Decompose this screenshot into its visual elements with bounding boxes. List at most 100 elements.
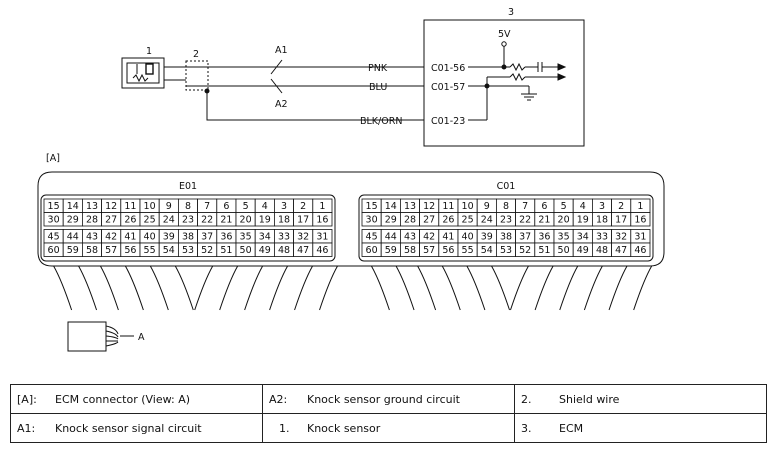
harness-wire	[510, 265, 529, 311]
connector-pin-label: 20	[240, 215, 252, 226]
harness-wire	[194, 265, 214, 311]
connector-pin-label: 38	[182, 232, 194, 243]
legend-cell-3: 3.ECM	[514, 413, 767, 443]
harness-wire	[53, 265, 73, 311]
connector-pin-label: 39	[163, 232, 175, 243]
legend-cell-a1: A1:Knock sensor signal circuit	[10, 413, 263, 443]
connector-pin-label: 20	[558, 215, 570, 226]
connector-pin-label: 56	[442, 245, 454, 256]
connector-pin-label: 26	[442, 215, 454, 226]
terminal-c01-57: C01-57	[431, 82, 465, 93]
connector-pin-label: 46	[316, 245, 328, 256]
legend-table: [A]:ECM connector (View: A) A2:Knock sen…	[10, 384, 767, 443]
connector-pin-label: 28	[404, 215, 416, 226]
connector-pin-label: 40	[462, 232, 474, 243]
connector-pin-label: 54	[163, 245, 175, 256]
connector-pin-label: 43	[86, 232, 98, 243]
harness-wire	[219, 265, 239, 311]
connector-pin-label: 2	[618, 201, 624, 212]
harness-wire	[124, 265, 144, 311]
connector-pin-cell	[312, 242, 333, 257]
connector-pin-label: 26	[124, 215, 136, 226]
connector-pin-label: 49	[259, 245, 271, 256]
connector-pin-label: 15	[48, 201, 60, 212]
connector-pin-label: 10	[462, 201, 474, 212]
connector-name: C01	[497, 181, 516, 192]
connector-pin-label: 47	[297, 245, 309, 256]
legend-cell-a: [A]:ECM connector (View: A)	[10, 384, 263, 414]
connector-pin-label: 16	[316, 215, 328, 226]
connector-pin-label: 44	[67, 232, 79, 243]
connector-pin-label: 12	[105, 201, 117, 212]
connector-pin-label: 37	[519, 232, 531, 243]
connector-pin-label: 17	[297, 215, 309, 226]
harness-wire	[294, 265, 313, 311]
connector-pin-label: 36	[220, 232, 232, 243]
callout-sensor: 1	[146, 46, 152, 57]
connector-pin-label: 46	[634, 245, 646, 256]
connector-pin-label: 24	[163, 215, 175, 226]
connector-pin-label: 27	[105, 215, 117, 226]
connector-pin-label: 35	[240, 232, 252, 243]
connector-harness-wires	[53, 265, 653, 311]
connector-pin-label: 6	[223, 201, 229, 212]
connector-pin-label: 56	[124, 245, 136, 256]
connector-pin-label: 57	[105, 245, 117, 256]
connector-pin-label: 12	[423, 201, 435, 212]
callout-shield: 2	[193, 49, 199, 60]
connector-pin-cell	[630, 242, 651, 257]
connector-pin-label: 18	[596, 215, 608, 226]
connector-pin-label: 59	[67, 245, 79, 256]
connector-pin-label: 50	[558, 245, 570, 256]
harness-wire	[491, 265, 510, 311]
connector-pin-label: 54	[481, 245, 493, 256]
connector-pin-label: 23	[182, 215, 194, 226]
connector-pin-label: 42	[105, 232, 117, 243]
connector-pin-label: 9	[484, 201, 490, 212]
connector-pin-label: 25	[144, 215, 156, 226]
connector-pin-label: 28	[86, 215, 98, 226]
connector-pin-label: 18	[278, 215, 290, 226]
connector-pin-label: 55	[144, 245, 156, 256]
connector-pin-label: 53	[500, 245, 512, 256]
connector-pin-cell	[630, 212, 651, 227]
connector-pin-label: 52	[201, 245, 213, 256]
legend-cell-a2: A2:Knock sensor ground circuit	[262, 384, 515, 414]
harness-wire	[559, 265, 579, 311]
terminal-c01-56: C01-56	[431, 63, 465, 74]
connector-pin-label: 51	[220, 245, 232, 256]
wiring-diagram: 1 2 A1 PNK A2 BLU BLK/ORN 3 C01-56 C01-5…	[37, 7, 665, 352]
connector-pin-label: 13	[86, 201, 98, 212]
harness-wire	[78, 265, 98, 311]
connector-pin-label: 11	[442, 201, 454, 212]
connector-pin-label: 33	[278, 232, 290, 243]
harness-wire	[441, 265, 461, 311]
connector-pin-label: 4	[262, 201, 268, 212]
callout-ecm: 3	[508, 7, 514, 18]
connector-name: E01	[179, 181, 197, 192]
connector-pin-label: 1	[637, 201, 643, 212]
connector-pin-label: 7	[204, 201, 210, 212]
connector-pin-label: 45	[48, 232, 60, 243]
wire-blk-orn	[204, 88, 424, 121]
knock-sensor-symbol	[121, 57, 186, 89]
harness-wire	[99, 265, 119, 311]
connector-pin-label: 53	[182, 245, 194, 256]
terminal-c01-23: C01-23	[431, 116, 465, 127]
callout-a1: A1	[275, 45, 288, 56]
connector-pin-label: 17	[615, 215, 627, 226]
wire-color-pnk: PNK	[368, 63, 388, 74]
connector-pin-label: 51	[538, 245, 550, 256]
connector-pin-label: 4	[580, 201, 586, 212]
connector-pin-label: 9	[166, 201, 172, 212]
connector-housing	[37, 171, 665, 267]
harness-wire	[149, 265, 169, 311]
harness-wire	[633, 265, 653, 311]
harness-wire	[583, 265, 603, 311]
connector-pin-label: 57	[423, 245, 435, 256]
connector-pin-label: 32	[615, 232, 627, 243]
wire-pnk	[186, 59, 424, 75]
connector-pin-label: 22	[519, 215, 531, 226]
connector-pin-label: 52	[519, 245, 531, 256]
